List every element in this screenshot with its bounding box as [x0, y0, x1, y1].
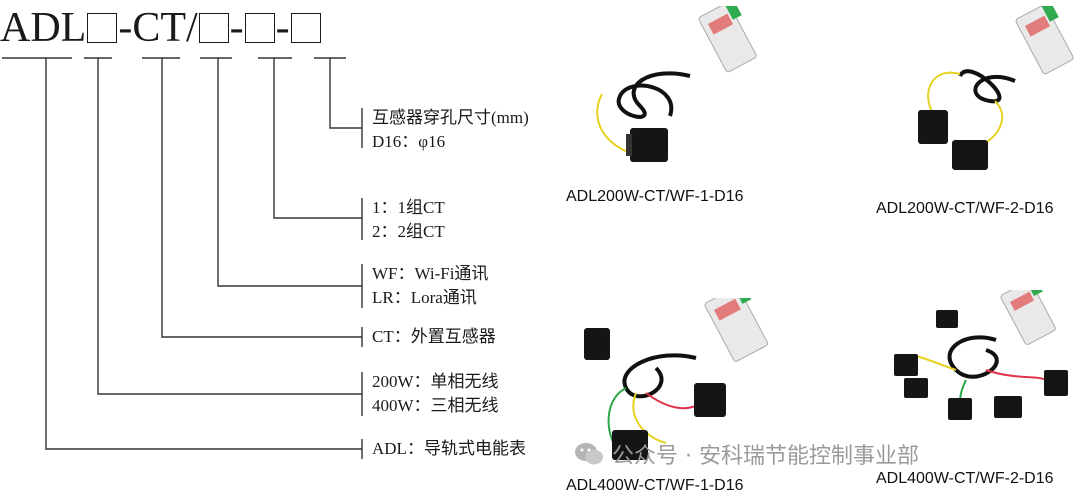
watermark-text: 公众号 · 安科瑞节能控制事业部 — [612, 444, 919, 469]
wire-red — [985, 369, 1047, 381]
product-photo-4 — [894, 290, 1068, 420]
model-sep-ct: -CT/ — [118, 5, 198, 51]
leader-size — [329, 58, 362, 129]
cable-black — [622, 353, 697, 399]
wechat-icon — [575, 443, 603, 465]
slot-box-type — [87, 13, 118, 43]
legend-comm-line-1: WF：Wi-Fi通讯 — [372, 264, 489, 283]
cable-black — [947, 335, 999, 379]
leader-prefix — [45, 58, 362, 450]
cable-black — [958, 69, 1016, 104]
model-sep-dash-1: - — [229, 5, 244, 51]
ct-clamp-1 — [918, 110, 948, 144]
ct-clamp-4 — [948, 398, 972, 420]
leader-count — [273, 58, 362, 219]
wire-red — [645, 392, 702, 410]
legend-ct-count: 1：1组CT 2：2组CT — [372, 196, 445, 244]
ct-clamp-3 — [612, 430, 648, 460]
product-photo-3 — [584, 298, 768, 460]
ct-clamp — [626, 128, 668, 162]
caption-product-2: ADL200W-CT/WF-2-D16 — [876, 200, 1054, 217]
ct-clamp-1 — [936, 310, 958, 328]
ct-clamp-2 — [894, 354, 918, 376]
watermark: 公众号 · 安科瑞节能控制事业部 — [574, 438, 919, 470]
model-code: ADL -CT/ - - — [0, 4, 322, 52]
model-prefix: ADL — [0, 5, 87, 51]
leader-type — [97, 58, 362, 395]
ct-clamp-1 — [584, 328, 610, 360]
wire-yellow — [632, 392, 667, 444]
legend-type-line-1: 200W：单相无线 — [372, 372, 499, 391]
legend-size: 互感器穿孔尺寸(mm) D16：φ16 — [372, 106, 529, 154]
slot-box-size — [290, 13, 321, 43]
legend-type: 200W：单相无线 400W：三相无线 — [372, 370, 499, 418]
meter-module — [704, 298, 768, 362]
legend-type-line-2: 400W：三相无线 — [372, 396, 499, 415]
legend-ct-count-line-2: 2：2组CT — [372, 222, 445, 241]
product-photo-2 — [918, 6, 1074, 170]
wire-yellow-2 — [979, 100, 1004, 147]
leader-comm — [217, 58, 362, 287]
legend-ct: CT：外置互感器 — [372, 325, 496, 349]
legend-comm-line-2: LR：Lora通讯 — [372, 288, 477, 307]
caption-product-3: ADL400W-CT/WF-1-D16 — [566, 477, 744, 494]
ct-clamp-2 — [952, 140, 988, 170]
legend-size-line-2: D16：φ16 — [372, 132, 446, 151]
ct-clamp-6 — [1044, 370, 1068, 396]
legend-comm: WF：Wi-Fi通讯 LR：Lora通讯 — [372, 262, 488, 310]
slot-box-ct-count — [244, 13, 275, 43]
legend-ct-line-1: CT：外置互感器 — [372, 327, 496, 346]
model-sep-dash-2: - — [275, 5, 290, 51]
meter-module — [698, 6, 757, 73]
leader-ct — [161, 58, 362, 338]
caption-product-1: ADL200W-CT/WF-1-D16 — [566, 188, 744, 205]
legend-size-line-1: 互感器穿孔尺寸(mm) — [372, 108, 529, 127]
slot-box-comm — [198, 13, 229, 43]
caption-product-4: ADL400W-CT/WF-2-D16 — [876, 470, 1054, 487]
meter-module — [1015, 6, 1074, 75]
ct-clamp-5 — [994, 396, 1022, 418]
wire-yellow-1 — [927, 71, 961, 117]
legend-ct-count-line-1: 1：1组CT — [372, 198, 445, 217]
ct-clamp-3 — [904, 378, 928, 398]
legend-prefix: ADL：导轨式电能表 — [372, 437, 526, 461]
legend-prefix-line-1: ADL：导轨式电能表 — [372, 439, 526, 458]
ct-clamp-2 — [694, 383, 726, 417]
product-photo-1 — [596, 6, 757, 162]
cable-black — [616, 71, 691, 119]
meter-module — [1000, 290, 1056, 345]
